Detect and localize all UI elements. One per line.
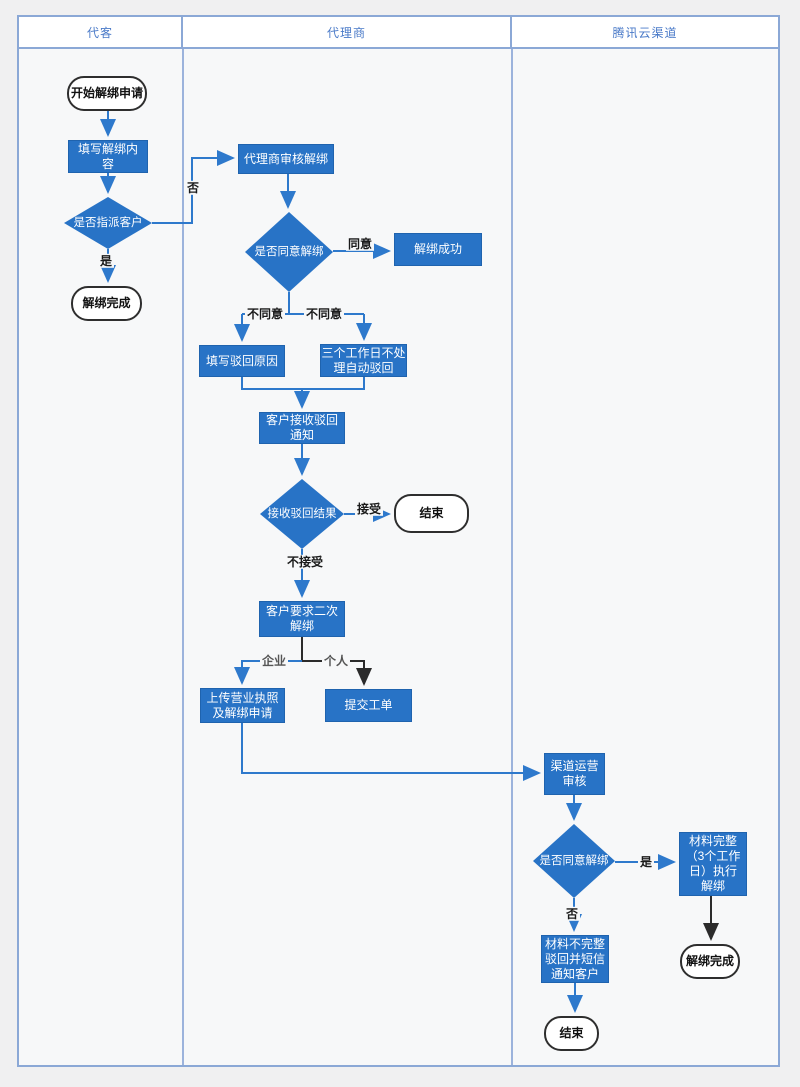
node-customer-receive-reject: 客户接收驳回 通知 bbox=[259, 412, 345, 444]
edge-label-yes-1: 是 bbox=[97, 253, 115, 269]
lane-title-tencent-channel: 腾讯云渠道 bbox=[612, 25, 678, 40]
flowchart-canvas: 代客 代理商 腾讯云渠道 bbox=[17, 15, 780, 1067]
node-end-2: 结束 bbox=[544, 1016, 599, 1051]
node-unbind-done-2: 解绑完成 bbox=[680, 944, 740, 979]
node-material-incomplete: 材料不完整 驳回并短信 通知客户 bbox=[541, 935, 609, 983]
edge-label-no-2: 否 bbox=[563, 906, 581, 922]
edge-label-disagree-right: 不同意 bbox=[303, 306, 345, 322]
node-fill-unbind-content: 填写解绑内 容 bbox=[68, 140, 148, 173]
node-auto-reject: 三个工作日不处 理自动驳回 bbox=[320, 344, 407, 377]
node-fill-reject-reason: 填写驳回原因 bbox=[199, 345, 285, 377]
edge-label-accept: 接受 bbox=[354, 501, 384, 517]
node-end-1: 结束 bbox=[394, 494, 469, 533]
swimlane-header: 代客 代理商 腾讯云渠道 bbox=[19, 17, 778, 49]
edge-label-disagree-left: 不同意 bbox=[244, 306, 286, 322]
node-start: 开始解绑申请 bbox=[67, 76, 147, 111]
node-material-complete: 材料完整 （3个工作 日）执行 解绑 bbox=[679, 832, 747, 896]
node-submit-ticket: 提交工单 bbox=[325, 689, 412, 722]
edge-label-yes-2: 是 bbox=[637, 854, 655, 870]
edge-label-personal: 个人 bbox=[321, 653, 351, 669]
node-upload-license: 上传营业执照 及解绑申请 bbox=[200, 688, 285, 723]
node-second-unbind-request: 客户要求二次 解绑 bbox=[259, 601, 345, 637]
edge-label-not-accept: 不接受 bbox=[284, 554, 326, 570]
edge-label-agree: 同意 bbox=[345, 236, 375, 252]
node-unbind-success: 解绑成功 bbox=[394, 233, 482, 266]
lane-divider-1 bbox=[182, 49, 184, 1065]
node-agent-review: 代理商审核解绑 bbox=[238, 144, 334, 174]
lane-title-customer: 代客 bbox=[19, 17, 183, 47]
edge-label-enterprise: 企业 bbox=[259, 653, 289, 669]
node-channel-operation-review: 渠道运营 审核 bbox=[544, 753, 605, 795]
node-unbind-done-1: 解绑完成 bbox=[71, 286, 142, 321]
flow-connectors bbox=[100, 111, 719, 1013]
lane-title-agent: 代理商 bbox=[183, 17, 512, 47]
edge-label-no-1: 否 bbox=[184, 180, 202, 196]
lane-divider-2 bbox=[511, 49, 513, 1065]
